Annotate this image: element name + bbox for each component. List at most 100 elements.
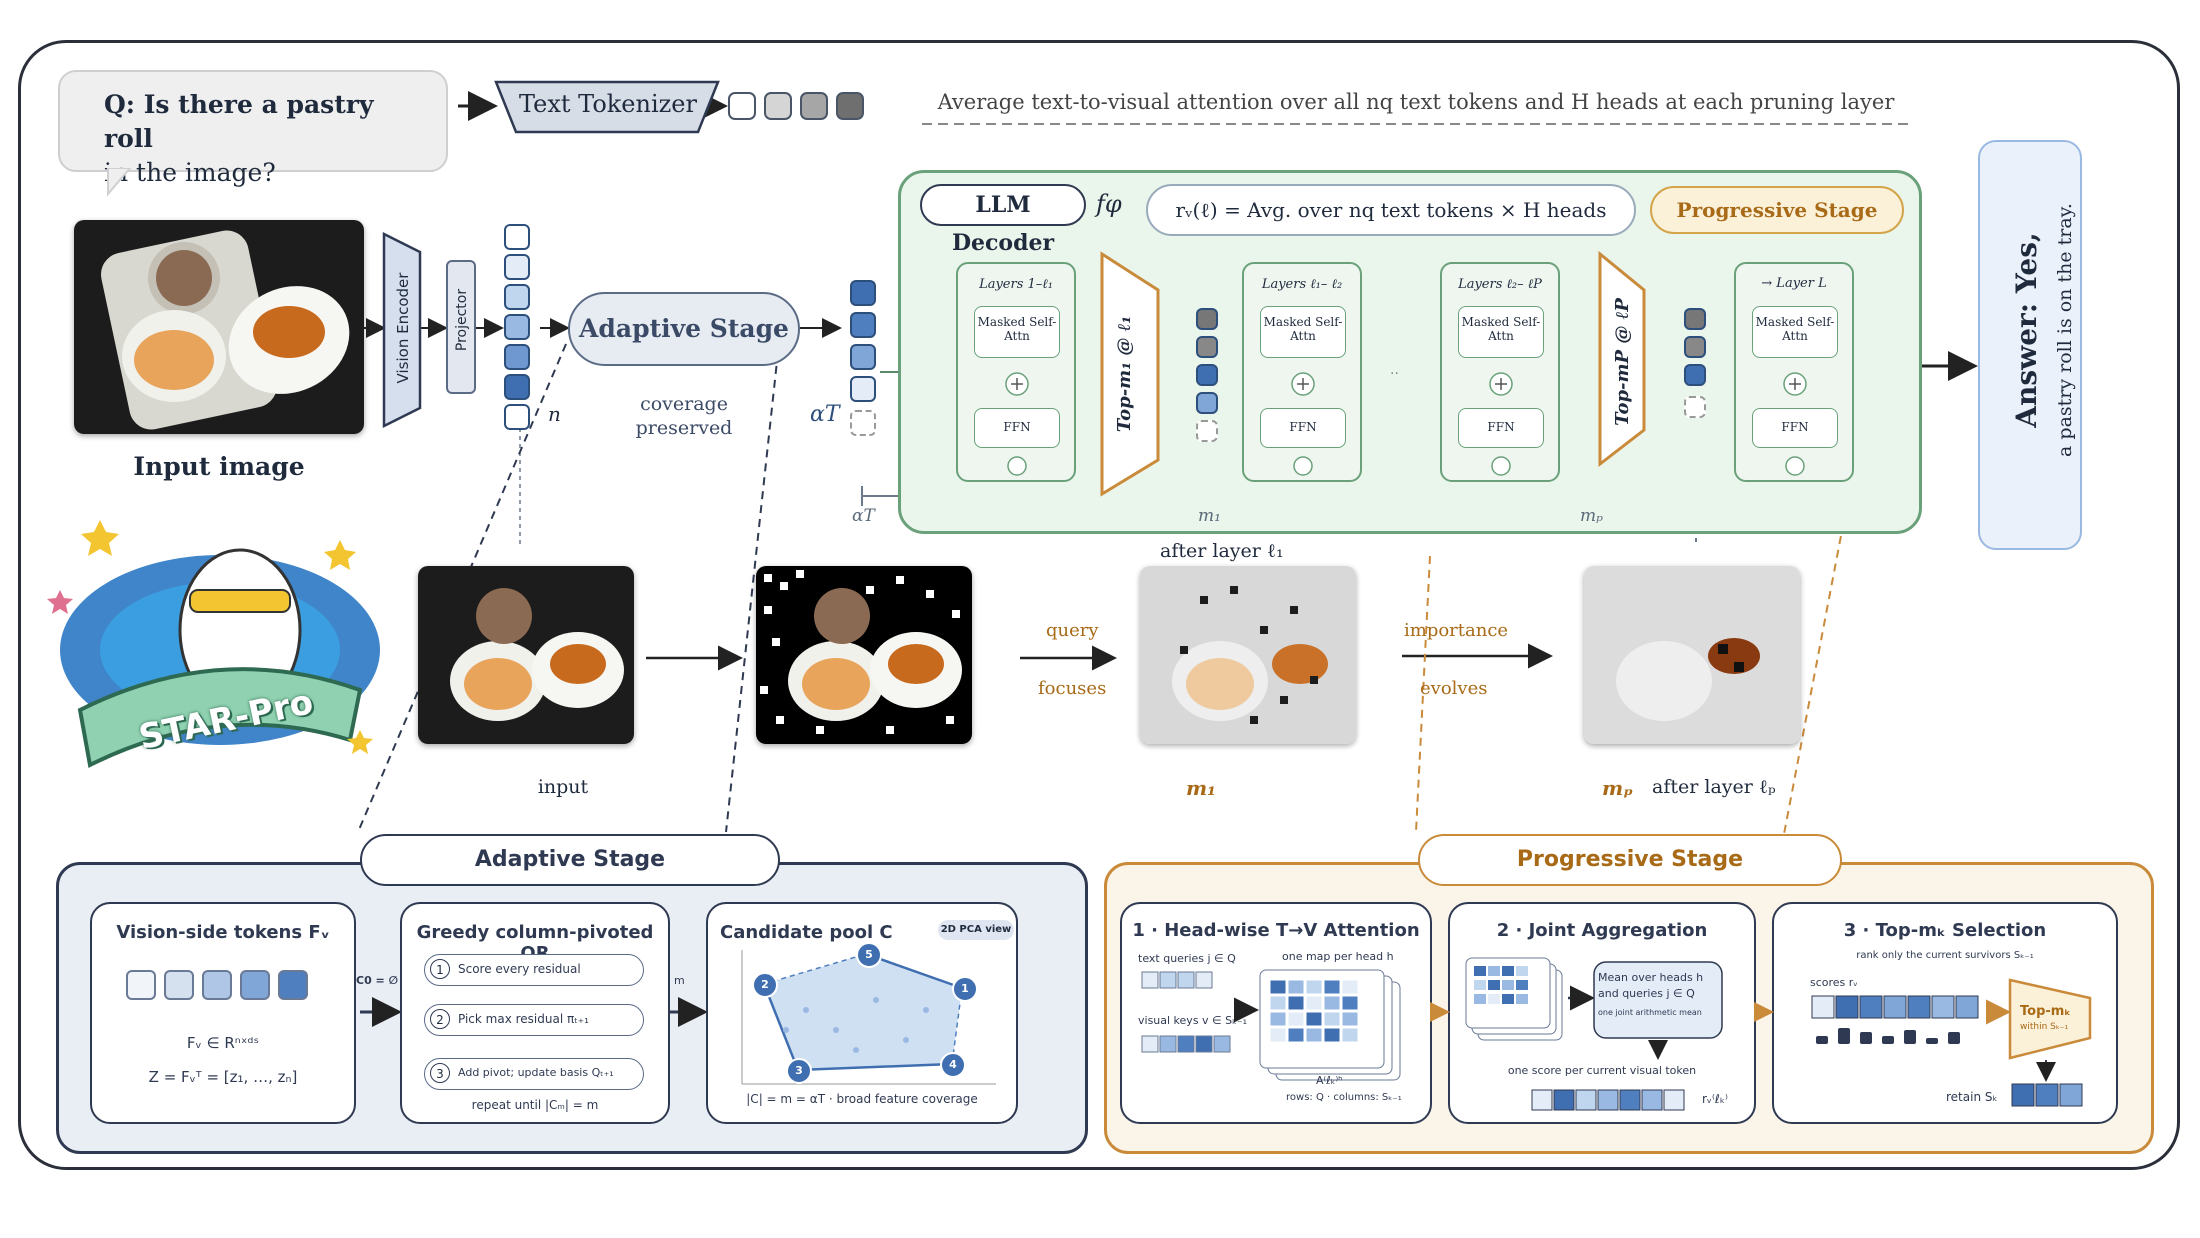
mean-text: Mean over heads h and queries j ∈ Q	[1598, 971, 1704, 1000]
bracket-mp: mₚ	[1580, 506, 1603, 526]
qr-step3-box	[424, 1058, 644, 1090]
flow-focuses: focuses	[1038, 678, 1107, 699]
text-token	[800, 92, 828, 120]
alpha-token-dropped	[850, 410, 876, 436]
n-label: n	[548, 402, 561, 426]
question-line2: in the image?	[104, 158, 276, 187]
topm-label: Top-mₖ	[2020, 1004, 2071, 1019]
text-token	[728, 92, 756, 120]
ffn-box-4: FFN	[1752, 408, 1838, 448]
top-caption: Average text-to-visual attention over al…	[937, 90, 1895, 114]
after-layer1-label: after layer ℓ₁	[1160, 540, 1284, 562]
candidate-pool-caption: |C| = m = αT · broad feature coverage	[746, 1092, 978, 1106]
qr-step1-num: 1	[430, 959, 450, 979]
vision-tokens-card	[90, 902, 356, 1124]
projector-box	[446, 260, 476, 394]
alpha-pruned-image	[756, 566, 972, 744]
pca-scatter	[741, 950, 996, 1085]
input-image-label: Input image	[133, 452, 305, 481]
attn-box-4: Masked Self-Attn	[1752, 306, 1838, 358]
one-map-label: one map per head h	[1282, 950, 1394, 963]
within-label: within Sₖ₋₁	[2020, 1022, 2069, 1032]
pool-node-1: 1	[952, 976, 978, 1002]
after-layerp-label: after layer ℓₚ	[1652, 776, 1776, 798]
adaptive-stage-pill: Adaptive Stage	[568, 292, 800, 366]
feature-token	[278, 970, 308, 1000]
topm-graphic	[1811, 978, 2092, 1107]
question-line1: Q: Is there a pastry roll	[104, 90, 374, 153]
coverage-line2: preserved	[635, 417, 733, 439]
vision-token	[504, 224, 530, 250]
flow-importance: importance	[1404, 620, 1509, 641]
m1-token	[1196, 308, 1218, 330]
alpha-t-label: αT	[810, 402, 840, 427]
qr-step3-text: Add pivot; update basis Qₜ₊₁	[458, 1066, 614, 1079]
feature-token	[202, 970, 232, 1000]
answer-box	[1978, 140, 2082, 550]
pool-node-4: 4	[940, 1052, 966, 1078]
flow-query: query	[1046, 620, 1099, 641]
m1-token	[1196, 364, 1218, 386]
r-score-label: rᵥ⁽ℓₖ⁾	[1702, 1092, 1728, 1106]
m1-token	[1196, 336, 1218, 358]
vision-token	[504, 404, 530, 430]
ffn-box-3: FFN	[1458, 408, 1544, 448]
input-image	[74, 220, 364, 434]
feature-token	[240, 970, 270, 1000]
vision-encoder-shape	[382, 232, 422, 428]
qr-step2-text: Pick max residual πₜ₊₁	[458, 1012, 589, 1026]
rank-label: rank only the current survivors Sₖ₋₁	[1856, 950, 2034, 961]
mp-pruned-image	[1584, 566, 1800, 744]
question-bubble: Q: Is there a pastry roll in the image?	[58, 70, 448, 187]
vision-eq1: Fᵥ ∈ Rⁿˣᵈˢ	[186, 1034, 260, 1052]
bracket-alpha-t: αT	[852, 506, 875, 526]
text-tokenizer-shape	[494, 80, 720, 134]
feature-token	[164, 970, 194, 1000]
progressive-stage-pill: Progressive Stage	[1650, 186, 1904, 234]
layer-title-3: Layers ℓ₂– ℓP	[1458, 277, 1542, 292]
alpha-token	[850, 376, 876, 402]
one-score-label: one score per current visual token	[1507, 1064, 1697, 1077]
visual-keys-label: visual keys v ∈ Sₖ₋₁	[1138, 1014, 1248, 1027]
qr-step3-num: 3	[430, 1063, 450, 1083]
coverage-label: coverage preserved	[610, 392, 758, 440]
mp-token	[1684, 364, 1706, 386]
pool-node-2: 2	[752, 972, 778, 998]
m1-token-dropped	[1196, 420, 1218, 442]
qr-step1-text: Score every residual	[458, 962, 581, 976]
input-thumb-label: input	[537, 776, 589, 798]
vision-token	[504, 344, 530, 370]
c0-label: C0 = ∅	[356, 974, 399, 987]
attn-box-2: Masked Self-Attn	[1260, 306, 1346, 358]
attention-maps-graphic	[1141, 969, 1401, 1081]
qr-step2-num: 2	[430, 1009, 450, 1029]
m1-token	[1196, 392, 1218, 414]
joint-aggregation-title: 2 · Joint Aggregation	[1496, 920, 1708, 941]
f-phi-label: fφ	[1096, 190, 1122, 218]
llm-decoder-label: LLM Decoder	[920, 184, 1086, 256]
mp-token	[1684, 336, 1706, 358]
qr-step2-box	[424, 1004, 644, 1036]
vision-token	[504, 284, 530, 310]
mp-token	[1684, 308, 1706, 330]
attn-box-3: Masked Self-Attn	[1458, 306, 1544, 358]
text-tokenizer-label: Text Tokenizer	[519, 90, 697, 118]
bracket-m1: m₁	[1198, 506, 1221, 526]
layer-ellipsis: ··	[1390, 366, 1399, 382]
mp-token-dropped	[1684, 396, 1706, 418]
layer-title-1: Layers 1–ℓ₁	[979, 277, 1053, 292]
text-token	[836, 92, 864, 120]
ffn-box-1: FFN	[974, 408, 1060, 448]
alpha-token	[850, 312, 876, 338]
feature-token	[126, 970, 156, 1000]
vision-token	[504, 314, 530, 340]
formula-pill: rᵥ(ℓ) = Avg. over nq text tokens × H hea…	[1146, 184, 1636, 236]
flow-evolves: evolves	[1420, 678, 1488, 699]
rows-columns-label: rows: Q · columns: Sₖ₋₁	[1286, 1092, 1402, 1103]
figure-frame	[18, 40, 2180, 1170]
pool-node-5: 5	[856, 942, 882, 968]
mean-sub: one joint arithmetic mean	[1598, 1008, 1702, 1017]
qr-repeat: repeat until |Cₘ| = m	[471, 1098, 599, 1112]
coverage-line1: coverage	[640, 393, 728, 415]
